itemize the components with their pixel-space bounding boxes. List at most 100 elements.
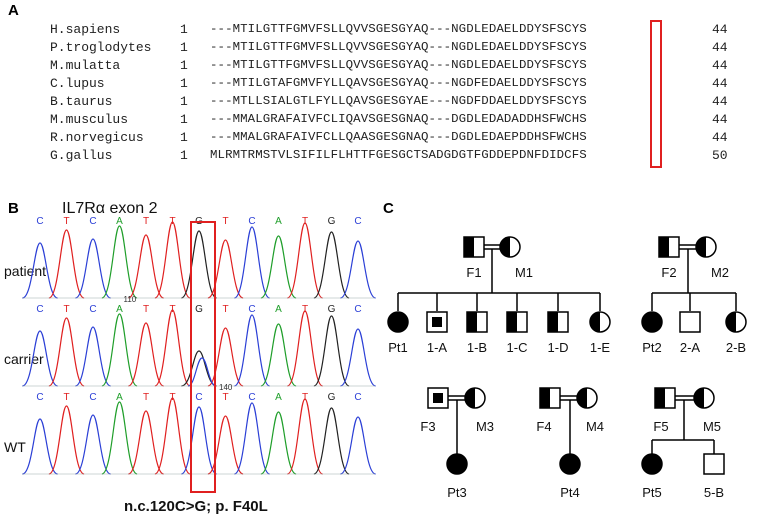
base-call: T: [302, 304, 308, 315]
peak: [48, 405, 85, 475]
base-call: C: [248, 392, 255, 403]
seq-end: 44: [712, 76, 728, 91]
base-call: A: [275, 304, 282, 315]
seq-start: 1: [180, 22, 188, 37]
peak: [340, 328, 376, 387]
peak: [101, 401, 138, 475]
seq-start: 1: [180, 58, 188, 73]
peak: [22, 242, 58, 299]
base-call: T: [222, 392, 228, 403]
panel-label-c: C: [383, 200, 394, 217]
alignment-highlight-box: [650, 20, 662, 168]
carrier-female-fill: [577, 388, 587, 408]
peak: [101, 225, 138, 299]
carrier-female-fill: [590, 312, 600, 332]
track-label: WT: [4, 439, 26, 455]
pedigree-label: F1: [466, 265, 481, 280]
base-call: G: [328, 392, 336, 403]
base-call: T: [143, 216, 149, 227]
peak: [154, 221, 191, 299]
carrier-male-fill: [548, 312, 558, 332]
pedigree-label: 1-E: [590, 340, 611, 355]
affected-female-symbol: [641, 311, 663, 333]
pedigree-label: 2-B: [726, 340, 746, 355]
base-call: C: [354, 304, 361, 315]
secondary-peak: [187, 357, 217, 387]
sequence: ---MTILGTTFGMVFSLLQVVSGESGYAQ---NGDLEDAE…: [210, 58, 587, 72]
male-inner-fill: [433, 393, 443, 403]
peak: [286, 398, 324, 475]
mutation-highlight-box: [190, 221, 216, 493]
base-call: C: [89, 216, 96, 227]
pedigree-label: M1: [515, 265, 533, 280]
base-call: C: [354, 216, 361, 227]
affected-female-symbol: [446, 453, 468, 475]
peak: [286, 310, 324, 387]
peak: [48, 229, 85, 299]
base-call: C: [354, 392, 361, 403]
species-name: C.lupus: [50, 76, 105, 91]
peak: [286, 222, 324, 299]
base-call: C: [36, 304, 43, 315]
pedigree-label: 1-D: [548, 340, 569, 355]
peak: [181, 230, 217, 299]
base-call: C: [89, 392, 96, 403]
base-call: T: [302, 216, 308, 227]
base-call: C: [248, 304, 255, 315]
carrier-female-fill: [500, 237, 510, 257]
seq-end: 50: [712, 148, 728, 163]
pedigree-label: Pt3: [447, 485, 467, 500]
base-call: T: [222, 304, 228, 315]
peak: [313, 315, 350, 387]
species-name: M.mulatta: [50, 58, 121, 73]
seq-end: 44: [712, 40, 728, 55]
peak: [154, 397, 191, 475]
affected-female-symbol: [559, 453, 581, 475]
peak: [313, 407, 350, 475]
peak: [75, 238, 111, 299]
carrier-male-fill: [507, 312, 517, 332]
base-call: T: [63, 304, 69, 315]
base-call: T: [143, 304, 149, 315]
peak: [234, 226, 270, 299]
carrier-female-fill: [696, 237, 706, 257]
base-call: T: [143, 392, 149, 403]
seq-end: 44: [712, 22, 728, 37]
seq-start: 1: [180, 94, 188, 109]
affected-female-symbol: [641, 453, 663, 475]
peak: [340, 240, 376, 299]
peak: [260, 323, 297, 387]
pedigree-label: 5-B: [704, 485, 724, 500]
chromatogram-title: IL7Rα exon 2: [62, 200, 158, 217]
base-call: A: [116, 216, 123, 227]
species-name: G.gallus: [50, 148, 113, 163]
seq-start: 1: [180, 148, 188, 163]
panel-label-b: B: [8, 200, 19, 217]
seq-start: 1: [180, 40, 188, 55]
seq-end: 44: [712, 58, 728, 73]
seq-start: 1: [180, 130, 188, 145]
peak: [260, 411, 297, 475]
carrier-female-fill: [726, 312, 736, 332]
base-call: A: [275, 392, 282, 403]
base-call: G: [195, 304, 203, 315]
carrier-female-fill: [465, 388, 475, 408]
base-call: T: [302, 392, 308, 403]
base-call: A: [116, 392, 123, 403]
base-call: C: [195, 392, 202, 403]
pedigree-label: M2: [711, 265, 729, 280]
base-call: G: [328, 304, 336, 315]
peak: [181, 406, 217, 475]
base-call: A: [275, 216, 282, 227]
carrier-male-fill: [659, 237, 669, 257]
base-call: T: [63, 392, 69, 403]
seq-start: 1: [180, 112, 188, 127]
sequence: ---MTILGTTFGMVFSLLQVVSGESGYAQ---NGDLEDAE…: [210, 22, 587, 36]
base-call: C: [36, 392, 43, 403]
sequence: ---MMALGRAFAIVFCLLQAASGESGNAQ---DGDLEDAE…: [210, 130, 587, 144]
position-label: 140: [219, 383, 233, 392]
pedigree-label: 1-A: [427, 340, 448, 355]
base-call: T: [63, 216, 69, 227]
